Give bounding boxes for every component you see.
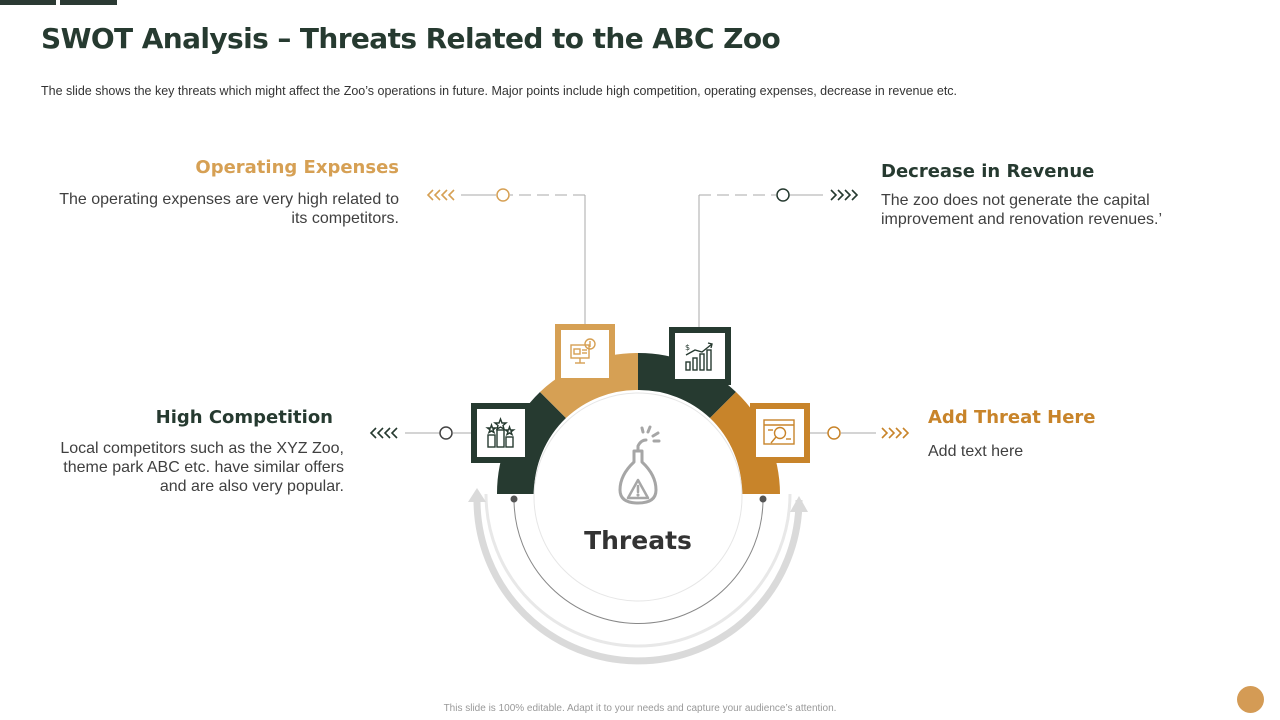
text-operating-expenses: The operating expenses are very high rel… [59, 191, 399, 227]
text-high-competition: Local competitors such as the XYZ Zoo, t… [14, 439, 344, 496]
icon-box-add-threat [750, 403, 810, 463]
segment-high-competition [496, 392, 566, 494]
text-decrease-revenue: The zoo does not generate the capital im… [881, 192, 1163, 228]
growth-chart-icon [685, 342, 713, 371]
text-line: theme park ABC etc. have similar offers [63, 459, 344, 476]
text-add-threat: Add text here [928, 443, 1024, 460]
connector-dot [827, 426, 841, 440]
top-accent-bar [0, 0, 56, 5]
inner-ring [484, 493, 792, 648]
ring-arrow-right [790, 496, 808, 512]
heading-decrease-revenue: Decrease in Revenue [881, 161, 1095, 182]
heading-high-competition: High Competition [155, 407, 333, 428]
connector-dot [496, 188, 510, 202]
connector-dot [776, 188, 790, 202]
chevrons-left-dark-icon [369, 427, 398, 439]
dollar-sign-icon: $ [685, 343, 690, 352]
ring-arrow-left [468, 488, 486, 502]
text-line: and are also very popular. [159, 478, 344, 495]
center-label: Threats [584, 526, 692, 555]
chevrons-left-gold-icon [426, 189, 455, 201]
connector-dot [510, 495, 518, 503]
connector-bottom-arc [513, 498, 764, 624]
connector-dot [439, 426, 453, 440]
computer-money-icon [570, 338, 596, 364]
bomb-warning-icon [618, 425, 661, 505]
segment-decrease-revenue [638, 352, 736, 418]
icon-box-operating-expenses [555, 324, 615, 384]
connector-operating-expenses [461, 194, 586, 324]
connector-decrease-revenue [698, 194, 823, 327]
heading-add-threat: Add Threat Here [928, 407, 1096, 428]
outer-ring [473, 499, 803, 665]
page-indicator-dot [1237, 686, 1264, 713]
heading-operating-expenses: Operating Expenses [195, 157, 399, 178]
segment-add-threat [710, 392, 780, 494]
top-accent-bar [60, 0, 117, 5]
slide-title: SWOT Analysis – Threats Related to the A… [41, 22, 781, 55]
text-line: Local competitors such as the XYZ Zoo, [60, 440, 344, 457]
icon-box-decrease-revenue: $ [669, 327, 731, 385]
chevrons-right-dark-icon [830, 189, 859, 201]
footer-note: This slide is 100% editable. Adapt it to… [443, 703, 837, 714]
icon-box-high-competition [471, 403, 531, 463]
browser-search-icon [763, 419, 795, 445]
podium-stars-icon [485, 417, 516, 448]
chevrons-right-orange-icon [881, 427, 910, 439]
connector-dot [759, 495, 767, 503]
slide-subtitle: The slide shows the key threats which mi… [41, 84, 958, 98]
